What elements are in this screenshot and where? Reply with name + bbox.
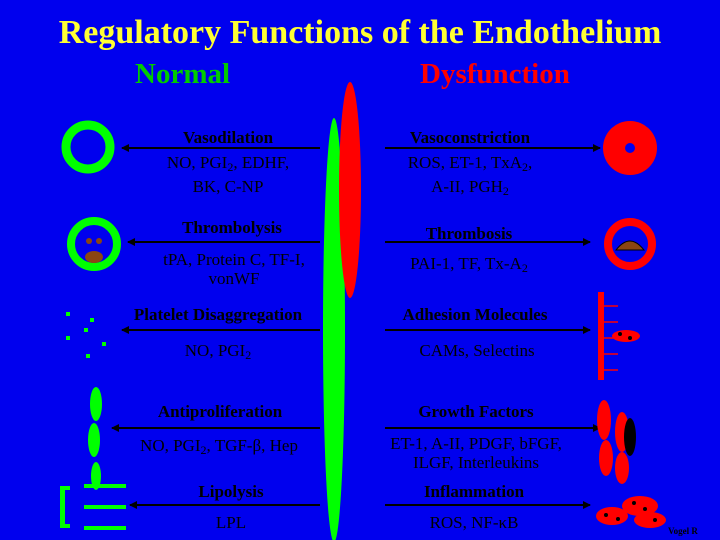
vasodilation-mediators: NO, PGI2, EDHF,BK, C-NP (166, 153, 290, 196)
patent-vessel-icon (67, 217, 121, 271)
quiescent-cells-icon (88, 387, 102, 490)
lipolysis-mediators: LPL (215, 513, 247, 532)
inflammation-mediators: ROS, NF-κB (429, 513, 519, 532)
lipolysis-label: Lipolysis (198, 482, 264, 501)
vasoconstriction-label: Vasoconstriction (409, 128, 531, 147)
antiproliferation-mediators: NO, PGI2, TGF-β, Hep (140, 436, 298, 457)
adhesion-molecules-label: Adhesion Molecules (402, 305, 548, 324)
dysfunction-balance-ellipse (339, 82, 361, 298)
antiproliferation-label: Antiproliferation (157, 402, 283, 421)
inflammation-cells-icon (596, 496, 666, 528)
dysfunction-heading: Dysfunction (420, 58, 570, 90)
normal-heading: Normal (135, 58, 231, 90)
occlusive-thrombus-icon (614, 240, 646, 251)
credit-label: Vogel R (668, 526, 698, 536)
dilated-vessel-icon (61, 120, 115, 174)
lipolysis-icon (60, 484, 126, 530)
platelet-dot-icon (96, 238, 102, 244)
growth-factors-label: Growth Factors (418, 402, 534, 421)
platelet-disaggregation-mediators: NO, PGI2 (184, 341, 252, 362)
vasodilation-label: Vasodilation (182, 128, 274, 147)
small-thrombus-icon (85, 251, 103, 263)
dispersed-platelets-icon (66, 312, 106, 358)
platelet-dot-icon (86, 238, 92, 244)
thrombosis-label: Thrombosis (425, 224, 513, 243)
thrombolysis-mediators: tPA, Protein C, TF-I,vonWF (163, 250, 305, 288)
thrombosis-mediators: PAI-1, TF, Tx-A2 (410, 254, 528, 275)
vasoconstriction-mediators: ROS, ET-1, TxA2,A-II, PGH2 (407, 153, 533, 198)
adhesion-wall-icon (598, 292, 640, 380)
adhesion-molecules-mediators: CAMs, Selectins (419, 341, 535, 360)
proliferating-cells-icon (597, 400, 636, 484)
narrow-lumen-icon (625, 143, 635, 153)
platelet-disaggregation-label: Platelet Disaggregation (133, 305, 303, 324)
normal-balance-ellipse (323, 118, 345, 540)
inflammation-label: Inflammation (423, 482, 525, 501)
thrombolysis-label: Thrombolysis (182, 218, 282, 237)
growth-factors-mediators: ET-1, A-II, PDGF, bFGF,ILGF, Interleukin… (390, 434, 562, 472)
slide-title: Regulatory Functions of the Endothelium (58, 14, 662, 51)
